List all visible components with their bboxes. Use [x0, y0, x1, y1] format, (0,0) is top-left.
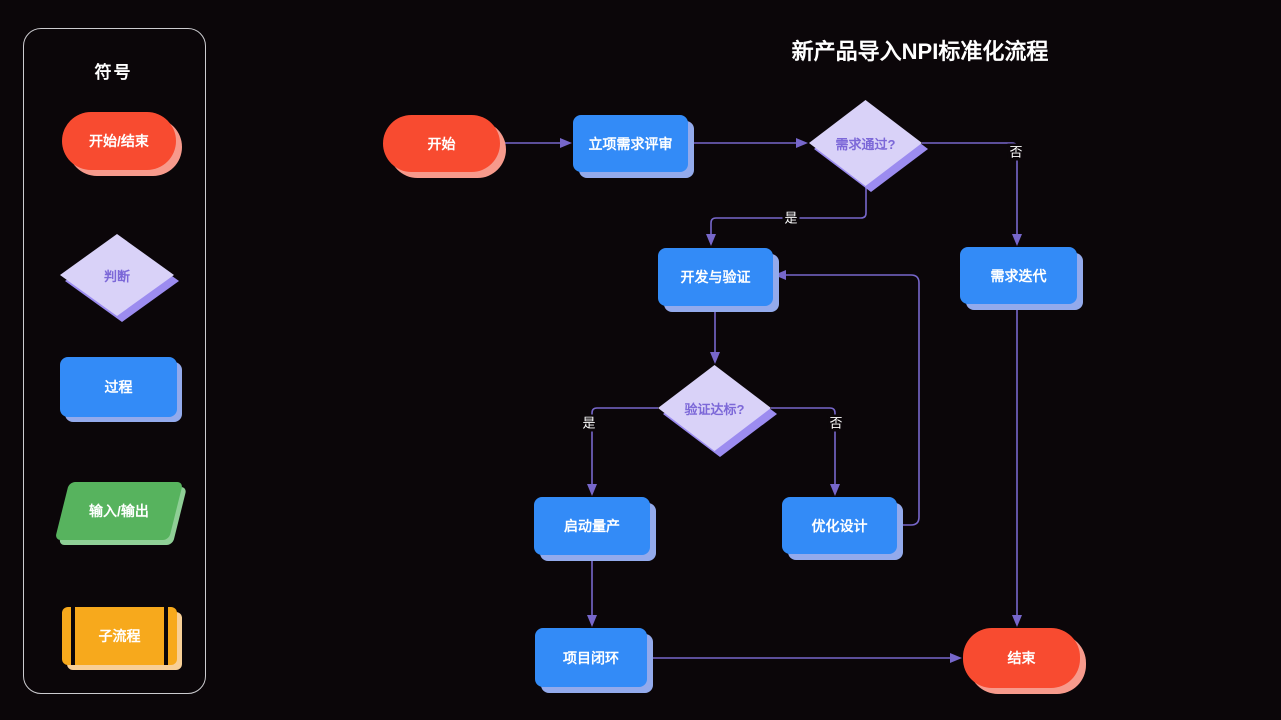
flow-node-start: 开始 — [383, 115, 500, 172]
arrowhead — [796, 138, 808, 148]
legend-item-decision: 判断 — [60, 234, 180, 322]
flow-node-develop: 开发与验证 — [658, 248, 773, 306]
arrowhead — [560, 138, 572, 148]
connector-optimize-develop — [786, 274, 920, 526]
node-label: 结束 — [1007, 650, 1036, 666]
node-label: 开发与验证 — [680, 269, 751, 285]
legend-item-input-output: 输入/输出 — [54, 482, 184, 540]
flow-node-optimize: 优化设计 — [782, 497, 897, 554]
flow-node-decision2: 验证达标? — [658, 365, 779, 457]
diamond-shape — [809, 100, 928, 192]
legend-item-process: 过程 — [60, 357, 177, 417]
edge-label-no2: 否 — [827, 414, 845, 432]
node-label: 需求通过? — [835, 136, 896, 152]
node-label: 项目闭环 — [563, 649, 619, 666]
legend-item-label: 开始/结束 — [89, 133, 149, 149]
edge-label-no1: 否 — [1007, 143, 1025, 161]
arrowhead — [774, 270, 786, 280]
legend-item-label: 子流程 — [98, 628, 141, 644]
subprocess-bar — [164, 607, 168, 665]
page-title: 新产品导入NPI标准化流程 — [791, 39, 1049, 64]
legend-item-label: 输入/输出 — [89, 503, 149, 519]
edge-label-yes2: 是 — [580, 414, 598, 432]
legend-item-label: 判断 — [103, 268, 130, 284]
diamond-shape — [60, 234, 179, 322]
arrowhead — [587, 484, 597, 496]
legend-item-label: 过程 — [104, 379, 133, 395]
legend-item-start-end: 开始/结束 — [62, 112, 176, 170]
node-label: 立项需求评审 — [588, 135, 673, 152]
arrowhead — [587, 615, 597, 627]
arrowhead — [1012, 615, 1022, 627]
flow-node-production: 启动量产 — [534, 497, 650, 555]
flow-node-end: 结束 — [963, 628, 1080, 688]
subprocess-bar — [71, 607, 75, 665]
legend-item-subprocess: 子流程 — [62, 607, 177, 665]
connector-yes2 — [591, 407, 658, 484]
flow-node-iterate: 需求迭代 — [960, 247, 1077, 304]
legend-panel — [23, 28, 206, 694]
arrowhead — [1012, 234, 1022, 246]
edge-label-yes1: 是 — [782, 209, 800, 227]
flow-node-decision1: 需求通过? — [809, 100, 930, 192]
node-label: 需求迭代 — [990, 267, 1047, 284]
arrowhead — [950, 653, 962, 663]
connector-no2 — [771, 407, 836, 484]
connector-no1 — [922, 142, 1018, 234]
node-label: 启动量产 — [564, 518, 620, 534]
node-label: 验证达标? — [684, 401, 745, 417]
arrowhead — [706, 234, 716, 246]
flow-node-review: 立项需求评审 — [573, 115, 688, 172]
arrowhead — [830, 484, 840, 496]
node-label: 开始 — [427, 135, 456, 152]
flow-node-closure: 项目闭环 — [535, 628, 647, 687]
diamond-shape — [658, 365, 777, 457]
legend-title: 符号 — [94, 63, 133, 82]
node-label: 优化设计 — [811, 517, 868, 534]
arrowhead — [710, 352, 720, 364]
